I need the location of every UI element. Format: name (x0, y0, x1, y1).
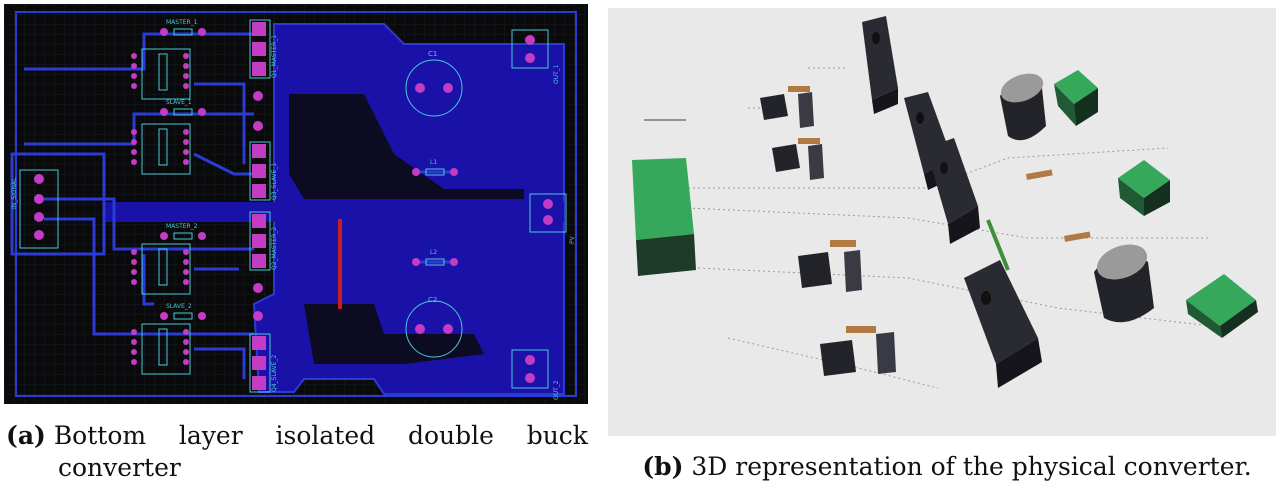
label-l2: L2 (430, 249, 437, 256)
render-background (608, 8, 1276, 436)
transistor-q2: Q2_MASTER_2 (249, 211, 278, 271)
transistor-q3: Q3_SLAVE_1 (249, 141, 278, 201)
resistor-master2: MASTER_2 (160, 223, 206, 240)
label-q1: Q1_MASTER_1 (271, 35, 278, 78)
diode-1 (253, 91, 263, 131)
caption-a-word: buck (526, 421, 588, 450)
heatsink-transistor-1 (862, 16, 898, 114)
resistor-slave1: SLAVE_1 (160, 99, 206, 116)
pcb-bottom-layer-figure: IN_SIGNAL (4, 4, 588, 404)
pcb-layout-drawing: IN_SIGNAL (4, 4, 588, 404)
dip-footprint (131, 123, 191, 175)
heatsink-transistor-4 (964, 260, 1042, 388)
3d-render-figure (608, 8, 1276, 436)
resistor-slave2: SLAVE_2 (160, 303, 206, 320)
caption-a-line2: converter (58, 453, 181, 482)
trace (44, 197, 254, 251)
3d-board-render (608, 8, 1276, 436)
label-c2: C2 (428, 296, 437, 304)
pad (34, 230, 44, 240)
caption-a-line1: (a) Bottom layer isolated double buck (6, 420, 588, 452)
label-q4: Q4_SLAVE_2 (271, 355, 278, 392)
inductor-l2: L2 (412, 249, 458, 266)
label-master2: MASTER_2 (166, 223, 198, 230)
terminal-block-3 (1186, 274, 1258, 338)
label-l1: L1 (430, 159, 437, 166)
pour-cutout-1 (289, 94, 524, 199)
label-master1: MASTER_1 (166, 19, 198, 26)
trace (142, 254, 154, 306)
ic-package (772, 138, 824, 180)
transistor-q1: Q1_MASTER_1 (249, 19, 278, 79)
pv-connector: PV (529, 193, 576, 244)
inductor-l1: L1 (412, 159, 458, 176)
board-outline (15, 11, 577, 397)
copper-strip (104, 202, 564, 222)
label-slave2: SLAVE_2 (166, 303, 192, 310)
capacitor-c2: C2 (405, 296, 463, 358)
dip-footprint (131, 48, 191, 100)
capacitor-c1: C1 (405, 50, 463, 117)
label-q3: Q3_SLAVE_1 (271, 163, 278, 200)
caption-a-first-segment: (a) Bottom (6, 420, 146, 452)
ic-package (760, 86, 814, 128)
trace (194, 82, 246, 164)
out2-connector: OUT_2 (511, 349, 560, 400)
caption-figure-a: (a) Bottom layer isolated double buck co… (6, 420, 588, 484)
trace (44, 217, 254, 336)
capacitor-3d-2 (1094, 244, 1154, 323)
ic-package (798, 240, 862, 292)
pad (34, 174, 44, 184)
in-signal-connector: IN_SIGNAL (11, 169, 59, 249)
caption-figure-b: (b) 3D representation of the physical co… (622, 451, 1272, 483)
out1-connector: OUT_1 (511, 29, 560, 84)
pad (34, 212, 44, 222)
transistor-q4: Q4_SLAVE_2 (249, 333, 278, 393)
caption-b-text: 3D representation of the physical conver… (691, 452, 1252, 481)
caption-a-word: double (407, 421, 494, 450)
resistor-3d (1064, 231, 1091, 242)
left-trace-loop (10, 152, 106, 256)
jumper-wire-3d (986, 219, 1010, 271)
caption-a-word: isolated (275, 421, 376, 450)
trace (193, 152, 254, 176)
in-signal-label: IN_SIGNAL (11, 177, 18, 209)
trace (194, 347, 246, 379)
pad (34, 194, 44, 204)
input-connector-block (632, 158, 696, 276)
caption-a-word: layer (178, 421, 243, 450)
label-out1: OUT_1 (553, 64, 560, 84)
label-c1: C1 (428, 50, 437, 58)
caption-a-word: Bottom (53, 421, 147, 450)
caption-b-tag: (b) (642, 452, 684, 481)
ic-package (820, 326, 896, 376)
resistor-3d (1026, 169, 1053, 180)
terminal-block-1 (1054, 70, 1098, 126)
label-slave1: SLAVE_1 (166, 99, 192, 106)
terminal-block-2 (1118, 160, 1170, 216)
label-q2: Q2_MASTER_2 (271, 227, 278, 270)
dip-footprint (131, 243, 191, 295)
capacitor-3d-1 (1000, 73, 1046, 141)
resistor-master1: MASTER_1 (160, 19, 206, 36)
caption-a-tag: (a) (6, 421, 46, 450)
label-pv: PV (569, 235, 576, 244)
heatsink-transistor-3 (926, 138, 980, 244)
diode-2 (253, 283, 263, 321)
dip-footprint (131, 323, 191, 375)
label-out2: OUT_2 (553, 380, 560, 400)
pour-cutout-2 (304, 304, 484, 364)
